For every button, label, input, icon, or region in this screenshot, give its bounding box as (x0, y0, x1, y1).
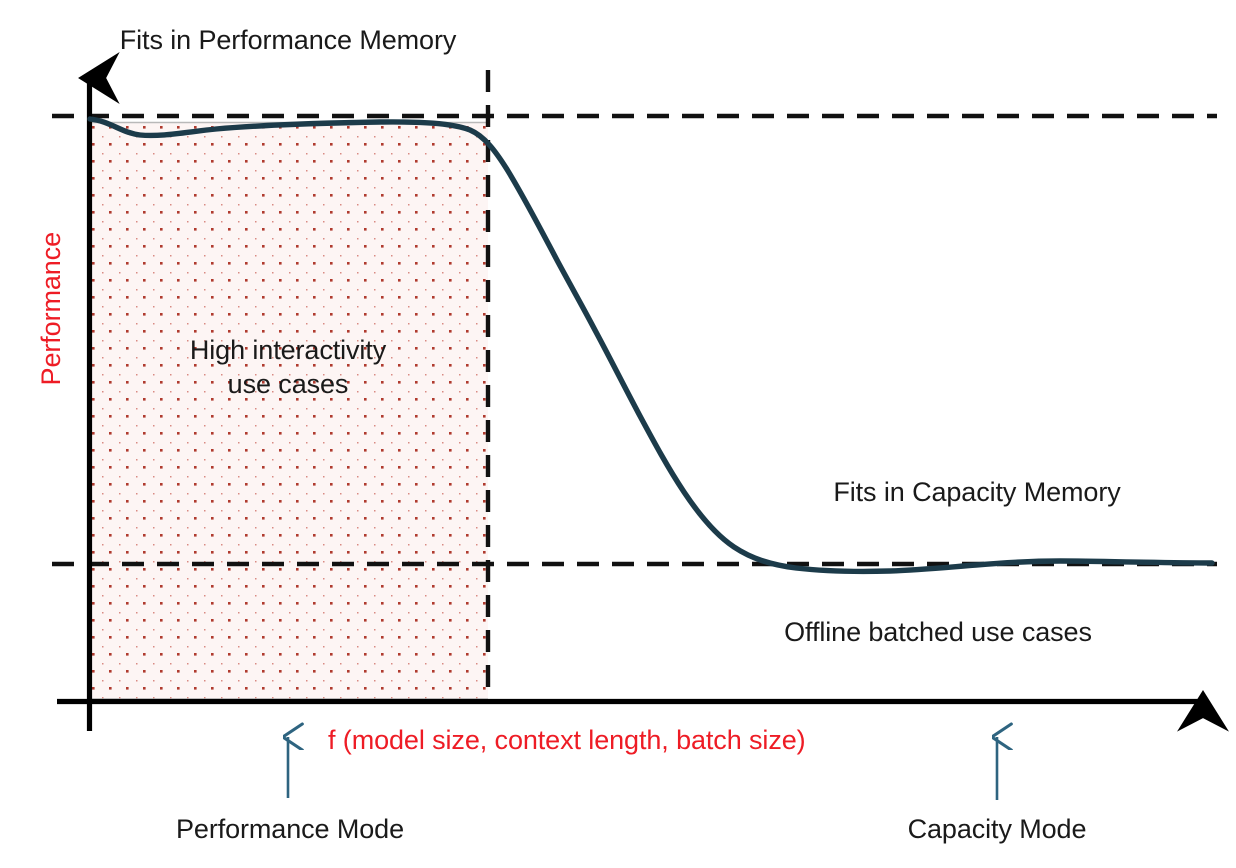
y-axis-label: Performance (36, 232, 66, 386)
offline-batched-use-cases-label: Offline batched use cases (784, 617, 1092, 647)
capacity-mode-label: Capacity Mode (907, 814, 1087, 844)
high-interactivity-region-label-line1: High interactivity (189, 335, 387, 365)
performance-mode-label: Performance Mode (175, 814, 405, 844)
x-axis-label: f (model size, context length, batch siz… (328, 725, 806, 755)
high-interactivity-region-label-line2: use cases (227, 369, 349, 399)
chart-title-fits-in-performance-memory: Fits in Performance Memory (119, 25, 457, 55)
fits-in-capacity-memory-label: Fits in Capacity Memory (833, 477, 1121, 507)
high-interactivity-region (90, 122, 488, 700)
